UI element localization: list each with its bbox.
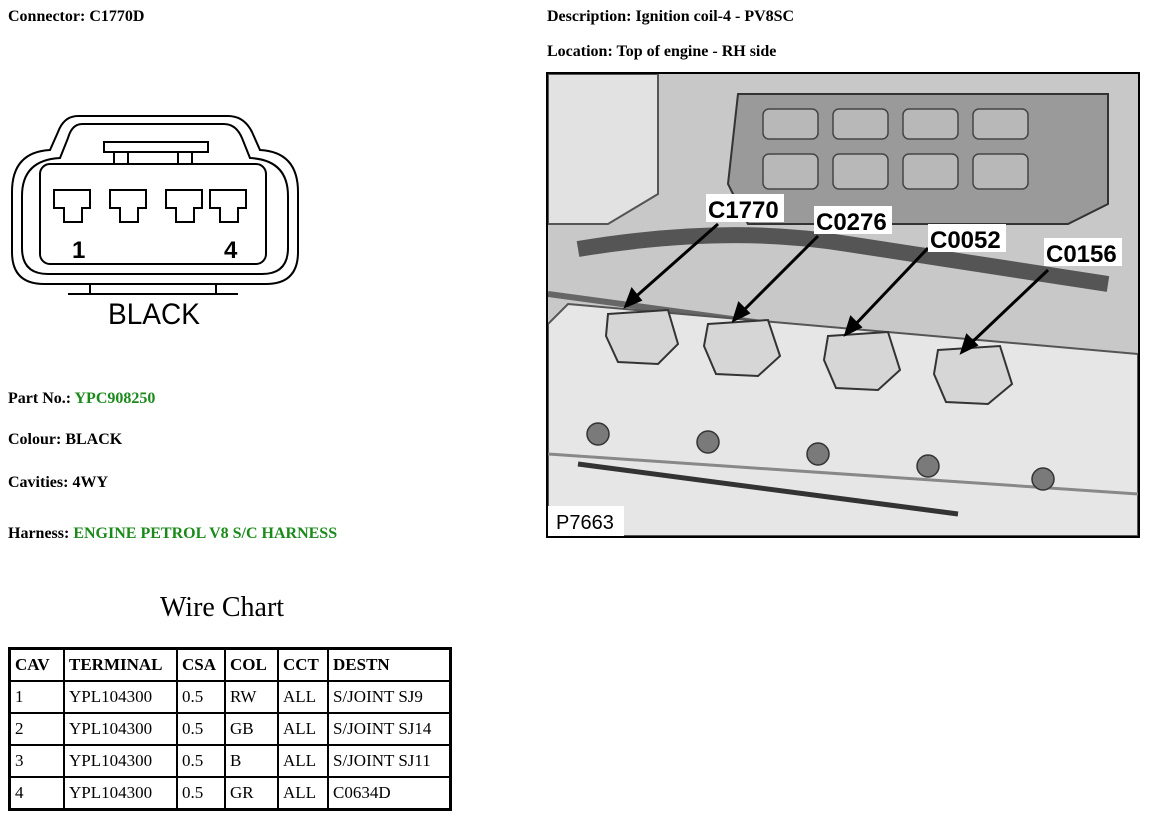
wire-chart-table: CAV TERMINAL CSA COL CCT DESTN 1 YPL1043… bbox=[8, 647, 452, 811]
cell-csa: 0.5 bbox=[176, 712, 226, 746]
callout-c1770: C1770 bbox=[708, 197, 779, 224]
location-label: Location: bbox=[547, 43, 613, 60]
cavities-line: Cavities: 4WY bbox=[8, 474, 108, 492]
cell-csa: 0.5 bbox=[176, 744, 226, 778]
cell-col: GB bbox=[224, 712, 279, 746]
wire-chart-title: Wire Chart bbox=[160, 592, 285, 623]
connector-line: Connector: C1770D bbox=[8, 8, 144, 26]
harness-label: Harness: bbox=[8, 525, 70, 542]
harness-link[interactable]: ENGINE PETROL V8 S/C HARNESS bbox=[73, 525, 338, 542]
engine-illustration: C1770 C0276 C0052 C0156 P7663 bbox=[548, 74, 1138, 536]
connector-label: Connector: bbox=[8, 8, 86, 25]
description-label: Description: bbox=[547, 8, 632, 25]
diagram-colour-text: BLACK bbox=[108, 298, 200, 331]
header-cct: CCT bbox=[277, 647, 329, 682]
cell-cct: ALL bbox=[277, 712, 329, 746]
description-value: Ignition coil-4 - PV8SC bbox=[635, 8, 795, 25]
cell-col: B bbox=[224, 744, 279, 778]
location-photo: C1770 C0276 C0052 C0156 P7663 bbox=[546, 72, 1140, 538]
cell-cav: 4 bbox=[8, 776, 65, 811]
cell-terminal: YPL104300 bbox=[63, 776, 178, 811]
cell-cct: ALL bbox=[277, 776, 329, 811]
callout-c0052: C0052 bbox=[930, 227, 1001, 254]
cell-col: RW bbox=[224, 680, 279, 714]
header-terminal: TERMINAL bbox=[63, 647, 178, 682]
cell-cav: 3 bbox=[8, 744, 65, 778]
part-no-line: Part No.: YPC908250 bbox=[8, 390, 155, 408]
table-row: 2 YPL104300 0.5 GB ALL S/JOINT SJ14 bbox=[8, 712, 452, 746]
header-csa: CSA bbox=[176, 647, 226, 682]
colour-line: Colour: BLACK bbox=[8, 431, 122, 449]
cavity-2 bbox=[109, 189, 147, 223]
pin-number-1: 1 bbox=[72, 237, 85, 264]
table-row: 4 YPL104300 0.5 GR ALL C0634D bbox=[8, 776, 452, 811]
part-no-label: Part No.: bbox=[8, 390, 72, 407]
cell-terminal: YPL104300 bbox=[63, 712, 178, 746]
photo-reference: P7663 bbox=[556, 512, 614, 534]
cell-destn: S/JOINT SJ11 bbox=[327, 744, 452, 778]
callout-c0276: C0276 bbox=[816, 209, 887, 236]
colour-label: Colour: bbox=[8, 431, 62, 448]
pin-number-4: 4 bbox=[224, 237, 238, 264]
cell-cct: ALL bbox=[277, 744, 329, 778]
colour-value: BLACK bbox=[65, 431, 123, 448]
cell-cct: ALL bbox=[277, 680, 329, 714]
cell-cav: 1 bbox=[8, 680, 65, 714]
cell-terminal: YPL104300 bbox=[63, 744, 178, 778]
cavity-1 bbox=[53, 189, 91, 223]
location-line: Location: Top of engine - RH side bbox=[547, 43, 776, 61]
header-destn: DESTN bbox=[327, 647, 452, 682]
connector-value: C1770D bbox=[89, 8, 145, 25]
description-line: Description: Ignition coil-4 - PV8SC bbox=[547, 8, 794, 26]
harness-line: Harness: ENGINE PETROL V8 S/C HARNESS bbox=[8, 525, 337, 543]
callout-c0156: C0156 bbox=[1046, 241, 1117, 268]
cell-col: GR bbox=[224, 776, 279, 811]
header-col: COL bbox=[224, 647, 279, 682]
location-value: Top of engine - RH side bbox=[616, 43, 777, 60]
header-cav: CAV bbox=[8, 647, 65, 682]
connector-face-diagram: 1 4 BLACK bbox=[8, 112, 308, 334]
cell-destn: S/JOINT SJ14 bbox=[327, 712, 452, 746]
cavity-3 bbox=[165, 189, 203, 223]
table-row: 1 YPL104300 0.5 RW ALL S/JOINT SJ9 bbox=[8, 680, 452, 714]
cell-destn: C0634D bbox=[327, 776, 452, 811]
part-no-link[interactable]: YPC908250 bbox=[74, 390, 156, 407]
table-row: 3 YPL104300 0.5 B ALL S/JOINT SJ11 bbox=[8, 744, 452, 778]
cell-csa: 0.5 bbox=[176, 680, 226, 714]
cavity-4 bbox=[209, 189, 247, 223]
cell-cav: 2 bbox=[8, 712, 65, 746]
connector-face-svg: 1 4 BLACK bbox=[11, 115, 299, 331]
cavities-label: Cavities: bbox=[8, 474, 69, 491]
cavities-value: 4WY bbox=[72, 474, 108, 491]
wire-chart-header-row: CAV TERMINAL CSA COL CCT DESTN bbox=[8, 647, 452, 682]
cell-csa: 0.5 bbox=[176, 776, 226, 811]
cell-terminal: YPL104300 bbox=[63, 680, 178, 714]
cell-destn: S/JOINT SJ9 bbox=[327, 680, 452, 714]
